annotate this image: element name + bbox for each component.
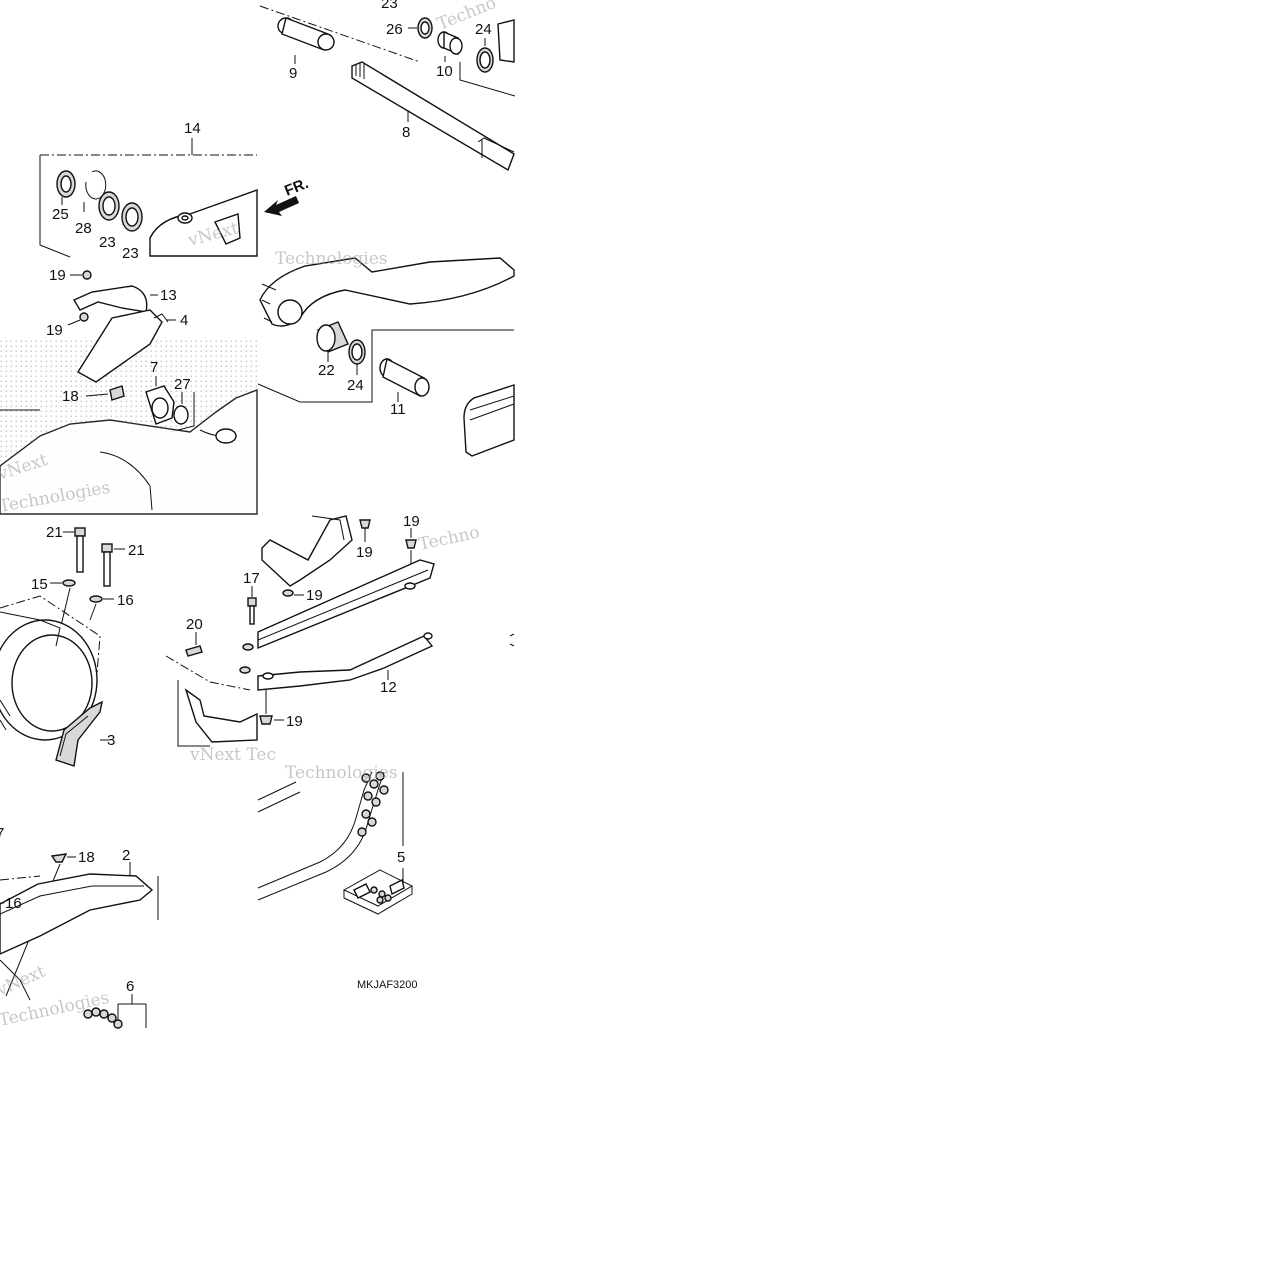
tile-sensor-bracket: 19 19 13 4 18 7 27 vNe [0, 267, 258, 517]
callout-19c: 19 [356, 544, 373, 561]
watermark-text: Technologies [285, 763, 398, 783]
bolt-20 [185, 645, 203, 657]
callout-28: 28 [75, 220, 92, 237]
callout-19b: 19 [46, 322, 63, 339]
callout-23b: 23 [122, 245, 139, 262]
chain-joint-kit [353, 878, 405, 904]
washer-16b [89, 595, 103, 603]
callout-18a: 18 [62, 388, 79, 405]
bolt-18a [109, 385, 125, 401]
callout-21b: 21 [128, 542, 145, 559]
tile-chain-cover: 7 18 2 16 6 vNext Technologies [0, 825, 159, 1031]
bush-10 [437, 30, 463, 56]
direction-label: FR. [282, 175, 311, 200]
chain-cover-2 [0, 873, 154, 1001]
callout-16a: 15 [31, 576, 48, 593]
bolt-18b [50, 853, 68, 863]
callout-24-top: 24 [475, 21, 492, 38]
collar-9 [277, 17, 335, 51]
callout-10: 10 [436, 63, 453, 80]
pivot-axle-8 [351, 61, 515, 172]
sensor-7 [145, 385, 175, 425]
washer-16a [62, 579, 76, 587]
callout-24-mid: 24 [347, 377, 364, 394]
callout-19e: 19 [306, 587, 323, 604]
bolt-19b [79, 312, 89, 322]
callout-5: 5 [397, 849, 405, 866]
callout-20: 20 [186, 616, 203, 633]
tile-bearing-group: 14 25 28 23 23 [39, 120, 311, 262]
tile-drive-chain: 5 MKJAF3200 Technologies [257, 763, 418, 991]
chain-guide-arm [257, 632, 434, 691]
callout-26: 26 [386, 21, 403, 38]
bearing-23a [98, 191, 120, 221]
callout-17: 17 [243, 570, 260, 587]
drive-chain-5 [357, 771, 389, 837]
bracket-13 [72, 285, 148, 313]
callout-18b: 18 [78, 849, 95, 866]
callout-3: 3 [107, 732, 115, 749]
tile-swingarm: Technologies 22 24 11 [257, 249, 515, 457]
callout-14: 14 [184, 120, 201, 137]
tile-pivot-axle: 9 26 23 10 24 [259, 0, 516, 172]
tile-chain-case: 21 21 15 16 3 [0, 524, 276, 767]
callout-13: 13 [160, 287, 177, 304]
seal-24-mid [348, 339, 366, 365]
bolt-17 [247, 597, 257, 625]
bolt-19a [82, 270, 92, 280]
bolt-21b [101, 543, 113, 587]
callout-27: 27 [174, 376, 191, 393]
plate-3 [55, 700, 103, 767]
guard-4 [77, 309, 163, 383]
callout-25: 25 [52, 206, 69, 223]
callout-9: 9 [289, 65, 297, 82]
watermark-text: vNext Tec [189, 745, 276, 765]
seal-24-top [476, 47, 494, 73]
callout-4: 4 [180, 312, 188, 329]
tile-chain-slider: 19 19 19 12 19 Techno [257, 513, 515, 730]
watermark-text: Techno [417, 522, 482, 554]
callout-23-top: 23 [381, 0, 398, 12]
callout-19d: 19 [403, 513, 420, 530]
callout-15: 16 [5, 895, 22, 912]
callout-11: 11 [390, 401, 406, 418]
callout-22: 22 [318, 362, 335, 379]
watermark-text: Technologies [0, 988, 111, 1031]
callout-19f: 19 [286, 713, 303, 730]
callout-16b: 16 [117, 592, 134, 609]
bush-22 [316, 321, 349, 353]
seal-25 [56, 170, 76, 198]
callout-21a: 21 [46, 524, 63, 541]
callout-23a: 23 [99, 234, 116, 251]
watermark-text: Technologies [275, 249, 388, 269]
collar-11 [379, 357, 430, 398]
chain-slider-12 [257, 559, 435, 650]
chain-case [0, 611, 98, 741]
bolt-21a [74, 527, 86, 573]
seal-26 [417, 17, 433, 39]
drive-chain-6 [83, 1007, 123, 1029]
callout-8: 8 [402, 124, 410, 141]
callout-19a: 19 [49, 267, 66, 284]
callout-2: 2 [122, 847, 130, 864]
drawing-code: MKJAF3200 [357, 979, 418, 991]
oring-27 [173, 405, 189, 425]
callout-12: 12 [380, 679, 397, 696]
bearing-23b [121, 202, 143, 232]
callout-7: 7 [150, 359, 158, 376]
front-arrow-icon [264, 196, 299, 216]
callout-6: 6 [126, 978, 134, 995]
callout-7-edge: 7 [0, 825, 4, 842]
